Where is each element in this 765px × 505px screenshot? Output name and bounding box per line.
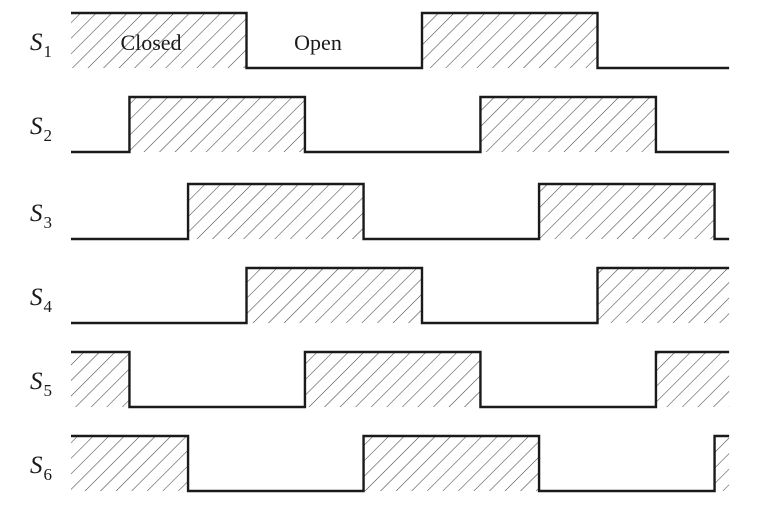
closed-pulse (480, 97, 656, 152)
closed-pulse (71, 352, 130, 407)
switch-row-6: S6 (30, 434, 730, 493)
waveform-line (71, 350, 730, 409)
switch-label: S2 (30, 113, 52, 145)
closed-pulse (597, 268, 730, 323)
closed-pulse (246, 268, 422, 323)
switch-row-1: S1 (30, 11, 730, 70)
closed-pulse (363, 436, 540, 491)
switch-label: S3 (30, 200, 52, 232)
closed-pulse (71, 13, 247, 68)
waveform-line (71, 95, 730, 154)
open-state-label: Open (294, 30, 342, 55)
closed-pulse (304, 352, 481, 407)
switch-row-4: S4 (30, 266, 730, 325)
closed-pulse (714, 436, 730, 491)
closed-pulse (422, 13, 598, 68)
switch-label: S6 (30, 452, 52, 484)
switch-row-2: S2 (30, 95, 730, 154)
closed-state-label: Closed (120, 30, 181, 55)
closed-pulse (71, 436, 189, 491)
switch-row-3: S3 (30, 182, 730, 241)
waveform-line (71, 182, 730, 241)
switch-label: S4 (30, 284, 53, 316)
switch-label: S1 (30, 29, 52, 61)
switch-row-5: S5 (30, 350, 730, 409)
closed-pulse (188, 184, 364, 239)
closed-pulse (655, 352, 730, 407)
waveform-line (71, 11, 730, 70)
closed-pulse (129, 97, 305, 152)
waveform-line (71, 266, 730, 325)
closed-pulse (539, 184, 715, 239)
waveform-line (71, 434, 730, 493)
switch-label: S5 (30, 368, 52, 400)
